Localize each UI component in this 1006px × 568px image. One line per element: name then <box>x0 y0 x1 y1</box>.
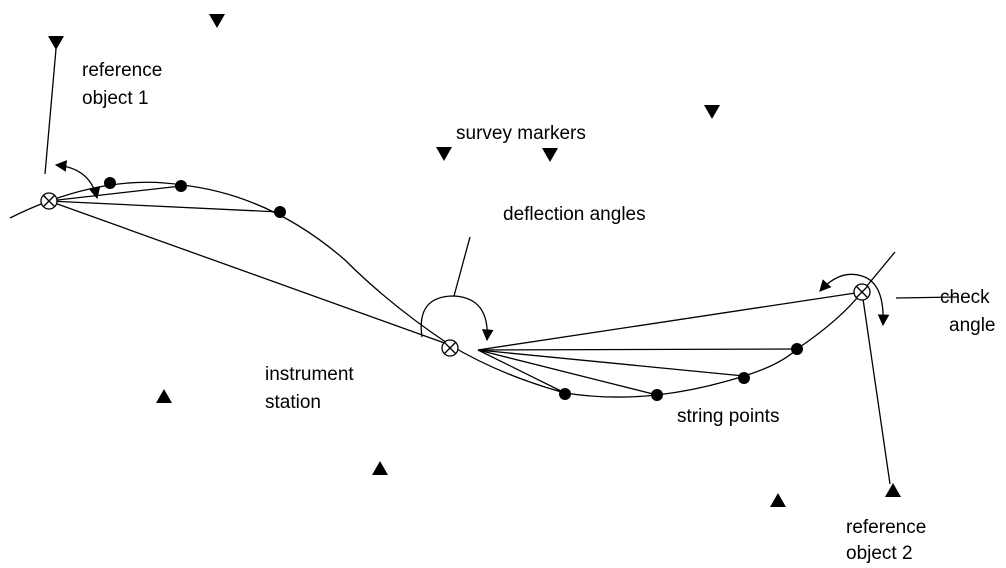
station-3-icon <box>853 283 871 301</box>
reference-angle-arrow <box>54 160 101 200</box>
string-point-icon <box>738 372 750 384</box>
triangle-down-icon <box>48 36 64 50</box>
string-point-icon <box>104 177 116 189</box>
check-angle-label-line2: angle <box>949 315 996 336</box>
string-point-icon <box>791 343 803 355</box>
reference-object-2-label-line2: object 2 <box>846 543 913 564</box>
instrument-station-label-line1: instrument <box>265 364 354 385</box>
reference-object-1-label-line2: object 1 <box>82 88 149 109</box>
string-points-label: string points <box>677 406 780 427</box>
deflection-angle-leader <box>453 236 471 297</box>
sight-line-reference-object-1 <box>44 48 57 175</box>
chord-instrument-station3 <box>477 291 863 351</box>
check-angle-leader <box>895 296 959 299</box>
triangle-down-icon <box>542 148 558 162</box>
reference-object-2-label-line1: reference <box>846 517 927 538</box>
triangle-up-icon <box>885 483 901 497</box>
deflection-angle-arrow <box>420 295 494 342</box>
deflection-angles-label: deflection angles <box>503 204 646 225</box>
triangle-down-icon <box>209 14 225 28</box>
chord-instrument-point-797 <box>477 348 798 351</box>
chord-station1-point2 <box>48 200 281 213</box>
station-1-icon <box>40 192 58 210</box>
traverse-line-station1-to-instrument <box>48 200 451 346</box>
triangle-down-icon <box>436 147 452 161</box>
instrument-station-icon <box>441 339 459 357</box>
triangle-up-icon <box>372 461 388 475</box>
instrument-station-label-line2: station <box>265 392 321 413</box>
triangle-up-icon <box>156 389 172 403</box>
string-curve <box>9 181 896 398</box>
string-point-icon <box>175 180 187 192</box>
reference-object-1-label-line1: reference <box>82 60 163 81</box>
survey-markers-label: survey markers <box>456 123 586 144</box>
chord-instrument-point-565 <box>477 349 566 394</box>
check-angle-label-line1: check <box>940 287 990 308</box>
triangle-up-icon <box>770 493 786 507</box>
string-point-icon <box>651 389 663 401</box>
triangle-down-icon <box>704 105 720 119</box>
chord-instrument-point-744 <box>477 349 745 377</box>
check-angle-arc <box>819 273 890 327</box>
string-point-icon <box>274 206 286 218</box>
chord-instrument-point-657 <box>477 349 658 396</box>
string-point-icon <box>559 388 571 400</box>
chord-station1-point1 <box>48 185 182 202</box>
sight-line-reference-object-2 <box>861 291 891 485</box>
